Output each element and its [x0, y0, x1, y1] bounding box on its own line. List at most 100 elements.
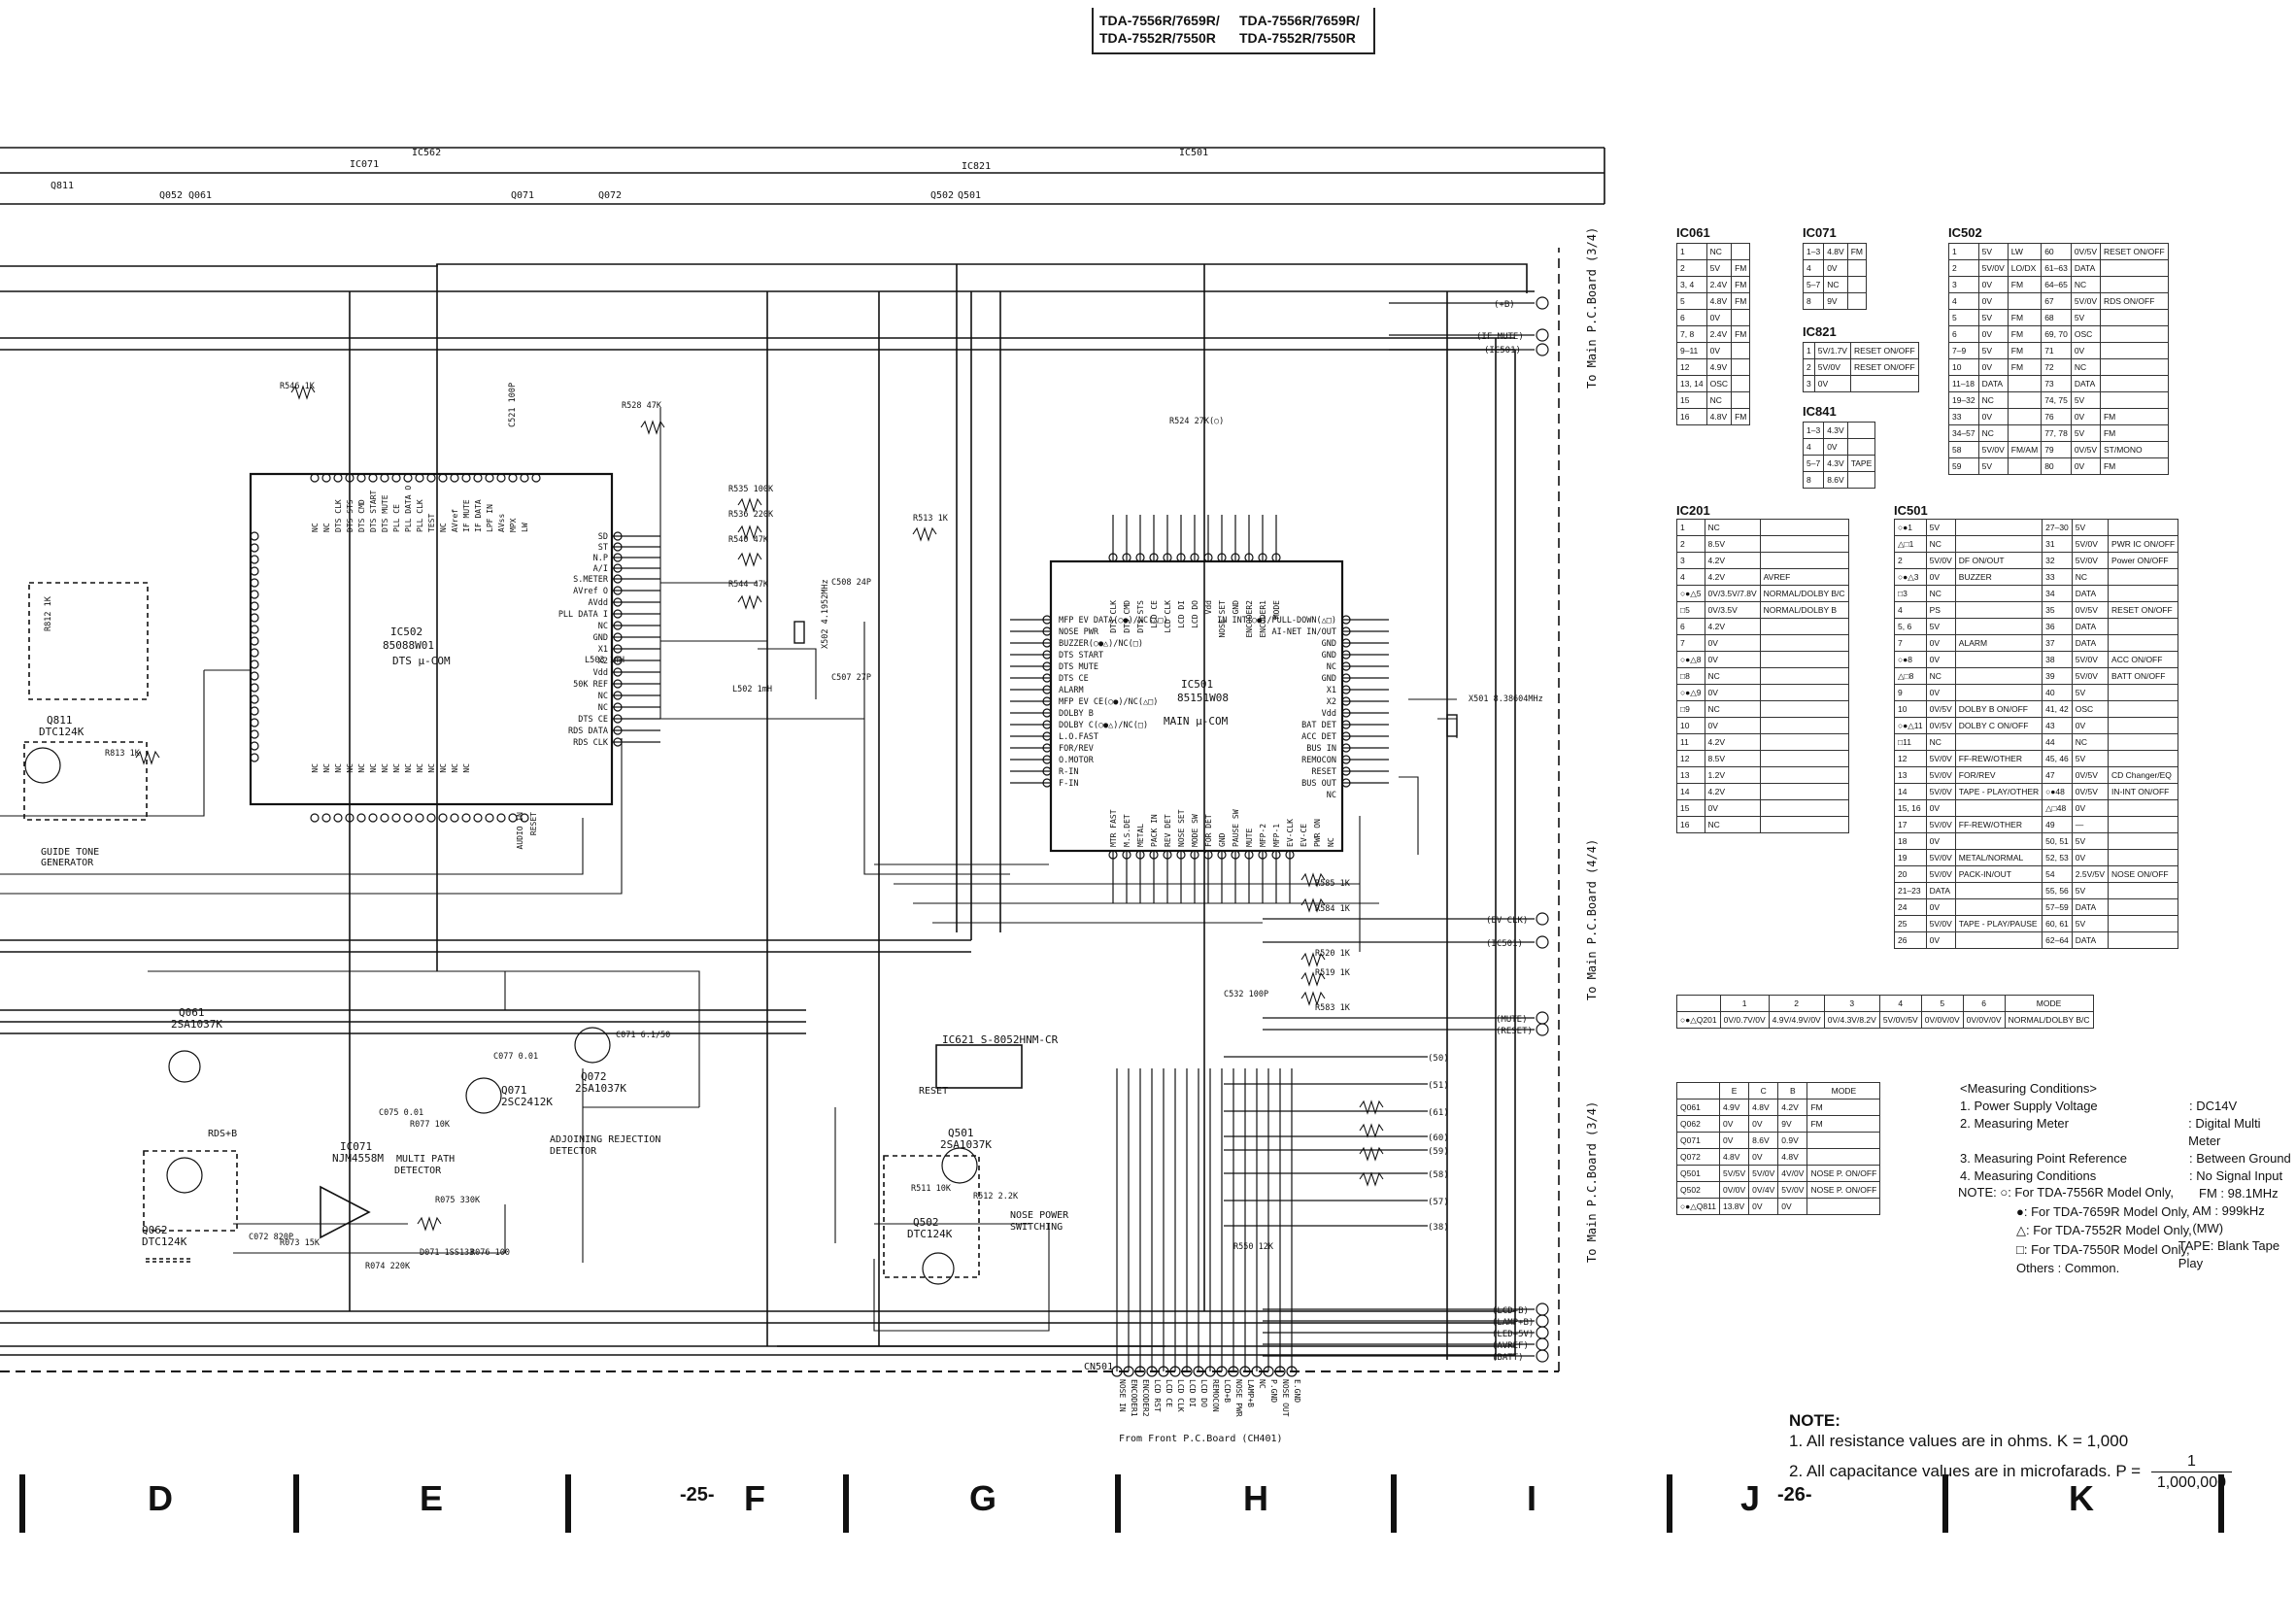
part-label: R520 1K: [1315, 949, 1351, 959]
table-cell: 52, 53: [2042, 849, 2073, 866]
table-cell: NOSE P. ON/OFF: [1806, 1165, 1881, 1182]
conn-if-mute: (IF MUTE): [1476, 332, 1524, 342]
table-cell: ALARM: [1954, 634, 2043, 652]
q062-label: Q062: [142, 1224, 168, 1236]
table-cell: NC: [1704, 700, 1761, 718]
cn501-label: CN501: [1084, 1362, 1113, 1372]
ic501-bottom-pin: REV DET: [1164, 814, 1172, 847]
conn-51: (51): [1428, 1081, 1449, 1091]
table-cell: 59: [1948, 457, 1979, 475]
table-cell: [2108, 832, 2179, 850]
table-cell: 0V/4V: [1748, 1181, 1779, 1199]
ic501-bottom-pin: M.S.DET: [1123, 814, 1131, 847]
table-cell: Q072: [1676, 1148, 1720, 1166]
table-cell: [1731, 391, 1751, 409]
table-header-cell: [1676, 995, 1721, 1012]
table-cell: [2099, 391, 2169, 409]
table-cell: [1954, 684, 2043, 701]
table-cell: 4.2V: [1704, 618, 1761, 635]
conn-plus-b: (+B): [1494, 300, 1515, 310]
table-cell: [1731, 243, 1751, 260]
table-cell: 1: [1676, 243, 1707, 260]
q072-part: 2SA1037K: [575, 1082, 626, 1095]
part-label: R812 1K: [44, 595, 53, 631]
top-ref-q061: Q061: [188, 190, 212, 201]
table-cell: 4.2V: [1777, 1099, 1808, 1116]
table-cell: 68: [2041, 309, 2072, 326]
ic502-pin-label: NC: [598, 622, 608, 631]
note-fraction-num: 1: [2150, 1451, 2232, 1472]
table-cell: 32: [2042, 552, 2073, 569]
ic501-pin-label: L.O.FAST: [1059, 732, 1098, 742]
table-cell: 0V: [1777, 1198, 1808, 1215]
grid-letter-i: I: [1527, 1478, 1537, 1518]
table-cell: [1759, 783, 1849, 800]
ic502-bottom-pin: NC: [311, 763, 320, 773]
conn-61: (61): [1428, 1108, 1449, 1118]
q502-part: DTC124K: [907, 1228, 953, 1240]
table-cell: 80: [2041, 457, 2072, 475]
ic501-top-pin: DTS CLK: [1109, 600, 1118, 633]
table-cell: [1954, 832, 2043, 850]
table-cell: 57–59: [2042, 898, 2073, 916]
model-note: NOTE: ○: For TDA-7556R Model Only, ●: Fo…: [1958, 1183, 2192, 1278]
table-cell: 2: [1676, 259, 1707, 277]
table-cell: 4: [1802, 259, 1825, 277]
measuring-item-value: : DC14V: [2189, 1099, 2238, 1113]
table-cell: 27–30: [2042, 519, 2073, 536]
ic501-pin-label: DTS START: [1059, 651, 1103, 660]
guide-tone-label-2: GENERATOR: [41, 858, 94, 868]
table-cell: 5V/0V: [1925, 750, 1956, 767]
ic501-pin-label: RESET: [1311, 767, 1336, 777]
model-header-left: TDA-7556R/7659R/ TDA-7552R/7550R: [1094, 8, 1233, 52]
table-cell: 77, 78: [2041, 424, 2072, 442]
part-label: R550 12K: [1233, 1242, 1274, 1252]
grid-divider: [565, 1474, 571, 1533]
table-cell: 0V/0V/0V: [1920, 1011, 1964, 1029]
ic501-pin-label: FOR/REV: [1059, 744, 1094, 754]
ic502-pin-label: AVref O: [573, 587, 608, 596]
table-cell: OSC: [2070, 325, 2101, 343]
ic501-desc: MAIN μ-COM: [1164, 715, 1229, 727]
table-cell: FF-REW/OTHER: [1954, 750, 2043, 767]
grid-letter-f: F: [744, 1478, 765, 1518]
table-cell: FM: [1806, 1099, 1881, 1116]
note-fraction: 1 1,000,000: [2150, 1451, 2232, 1493]
table-cell: 25: [1894, 915, 1927, 932]
table-cell: RESET ON/OFF: [1849, 342, 1919, 359]
table-cell: NC: [1977, 424, 2009, 442]
table-cell: [1954, 931, 2043, 949]
table-cell: Power ON/OFF: [2108, 552, 2179, 569]
measuring-item-value: : Between Ground: [2189, 1151, 2291, 1166]
table-cell: 4.8V: [1705, 408, 1733, 425]
table-cell: 0V: [1977, 358, 2009, 376]
table-cell: [1759, 519, 1849, 536]
ic502-top-pin: DTS CMD: [357, 499, 366, 532]
table-cell: ○●△11: [1894, 717, 1927, 734]
table-cell: ○●8: [1894, 651, 1927, 668]
table-header-cell: 3: [1823, 995, 1880, 1012]
table-cell: DATA: [2071, 898, 2110, 916]
note-line-1: 1. All resistance values are in ohms. K …: [1789, 1432, 2129, 1450]
table-cell: FM: [1731, 325, 1751, 343]
table-cell: [2108, 717, 2179, 734]
ic501-pin-label: MFP EV CE(○●)/NC(△□): [1059, 697, 1158, 707]
table-cell: 4.8V: [1777, 1148, 1808, 1166]
table-cell: Q061: [1676, 1099, 1720, 1116]
